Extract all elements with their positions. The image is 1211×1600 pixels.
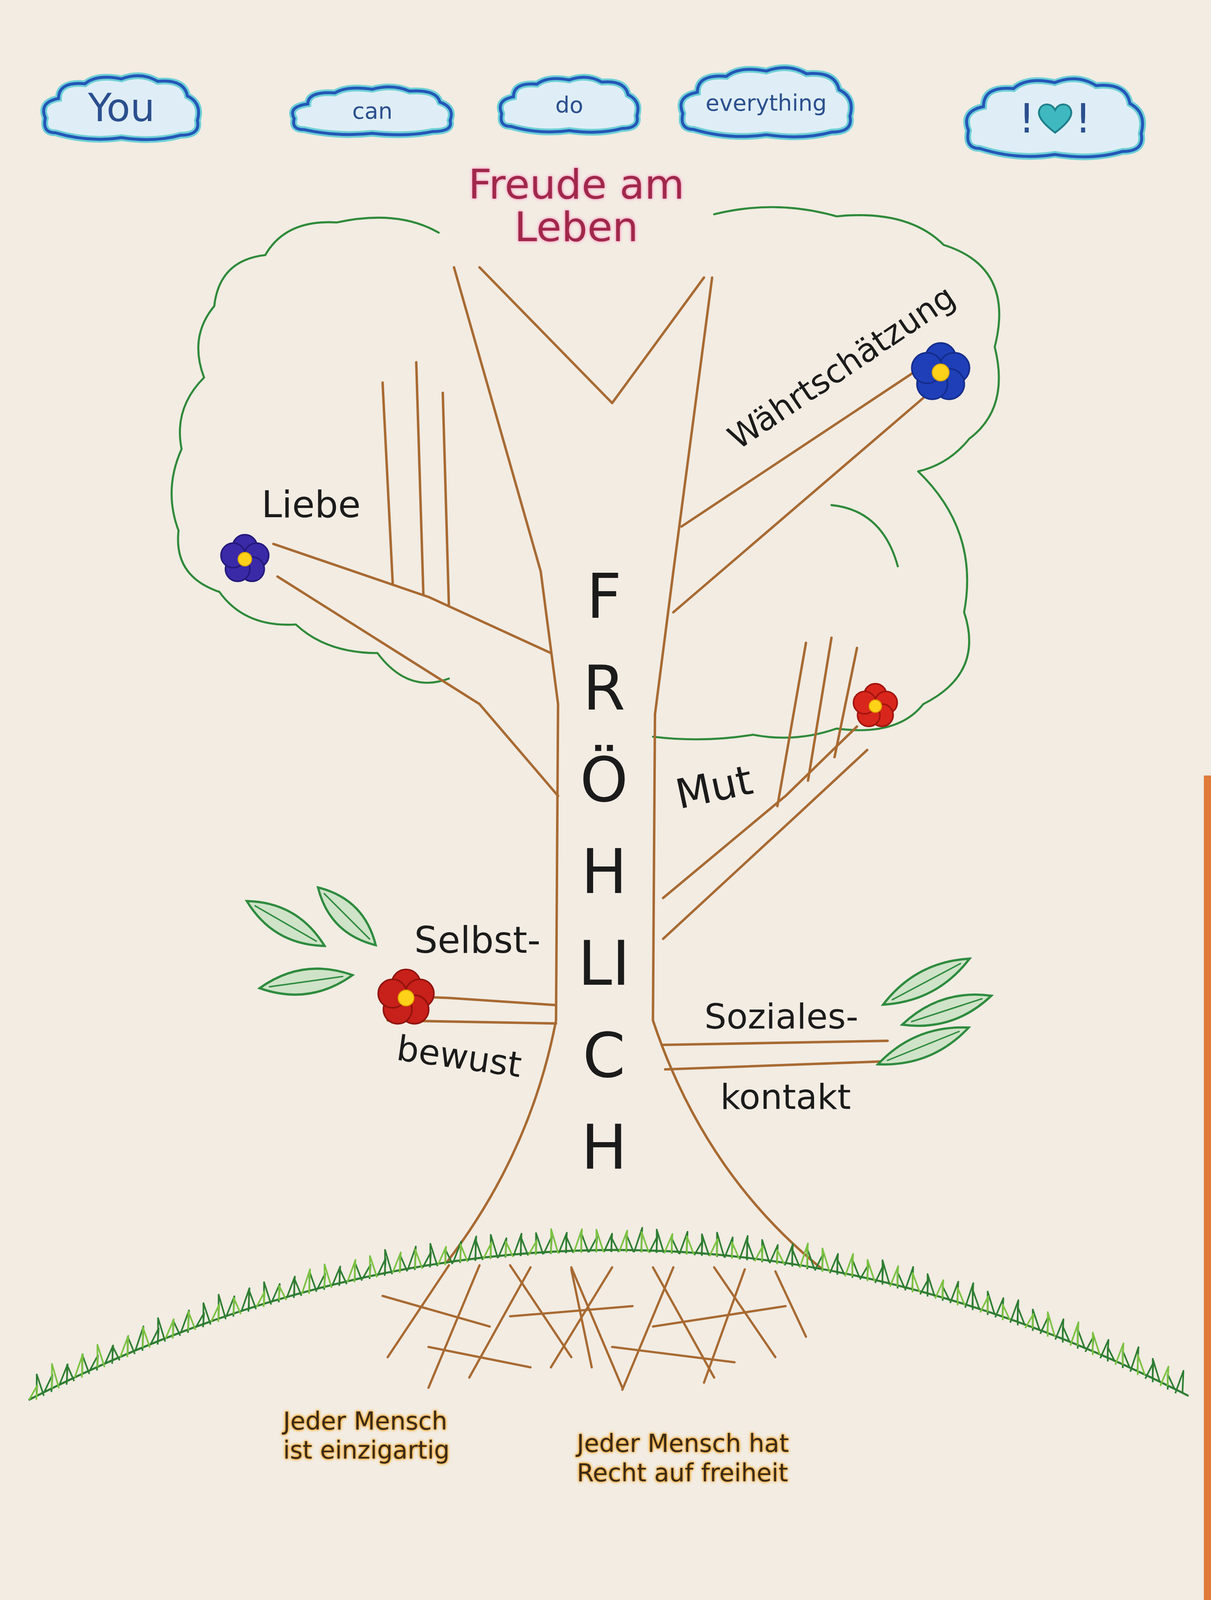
tree-roots — [571, 1269, 592, 1368]
cloud-border — [500, 77, 638, 133]
cloud-word: You — [87, 85, 155, 131]
tree-trunk — [447, 267, 559, 1263]
cloud-node: You — [38, 71, 205, 146]
branch-label-holder: Selbst- — [414, 918, 541, 963]
cloud-text-row: can — [352, 98, 393, 125]
cloud-word: everything — [705, 90, 827, 117]
tree-roots — [382, 1265, 807, 1391]
branch-label-holder: kontakt — [720, 1076, 851, 1119]
tree-roots — [510, 1306, 633, 1317]
cloud-fill — [43, 75, 199, 140]
tree-trunk — [416, 362, 424, 596]
cloud-border — [43, 75, 199, 140]
flower-center — [869, 699, 882, 713]
grass-blades — [29, 1229, 1169, 1400]
cloud-text-row: You — [87, 85, 155, 131]
tree-trunk — [662, 750, 868, 940]
tree-trunk — [665, 1061, 888, 1070]
branch-label-holder: Soziales- — [704, 996, 859, 1038]
grass-blades — [36, 1227, 1184, 1396]
motto-note-holder: Jeder Mensch ist einzigartig — [283, 1407, 462, 1467]
leaf — [258, 963, 355, 1001]
tree-roots — [550, 1267, 613, 1369]
tree-trunk — [277, 576, 559, 796]
tree-roots — [428, 1347, 531, 1368]
cloud-text-row: !! — [1018, 94, 1092, 143]
tree-roots — [382, 1296, 490, 1327]
tree-trunk — [382, 382, 393, 585]
leaf-vein — [323, 893, 370, 940]
leaf-vein — [891, 963, 961, 1001]
branch-label-holder: Liebe — [261, 482, 361, 527]
trunk-word: FRÖHLICH — [573, 550, 635, 1194]
tree-roots — [571, 1267, 623, 1389]
tree-roots — [622, 1267, 674, 1391]
tree-trunk — [673, 398, 924, 613]
branch-label-holder: bewust — [393, 1027, 525, 1086]
leaf — [309, 878, 385, 954]
tree-roots — [775, 1271, 807, 1337]
heart-symbol — [1036, 101, 1074, 135]
leaf-vein — [268, 976, 344, 988]
cloud-node: can — [287, 83, 457, 139]
tree-crown — [831, 505, 898, 567]
tree-crown — [171, 217, 450, 683]
cloud-fill — [292, 86, 452, 135]
leaf-vein — [910, 998, 983, 1023]
cloud-word: do — [555, 92, 583, 119]
tree-trunk — [662, 1040, 888, 1046]
tree-crown — [652, 471, 969, 740]
tree-trunk — [442, 393, 450, 607]
cloud-fill — [680, 67, 851, 137]
leaf-vein — [254, 905, 317, 942]
cloud-border — [680, 67, 851, 137]
branch-label: Mut — [671, 755, 757, 820]
tree-trunk — [808, 637, 832, 781]
tree-trunk — [662, 726, 858, 898]
branch-label: Liebe — [261, 482, 361, 527]
motto-note: Jeder Mensch hat Recht auf freiheit — [577, 1429, 828, 1489]
heart-shape — [1038, 104, 1072, 134]
cloud-text-row: everything — [705, 90, 827, 117]
trunk-word-holder: FRÖHLICH — [573, 550, 635, 1194]
tree-trunk — [273, 267, 924, 1269]
tree-trunk — [777, 643, 807, 807]
paper-edge — [1203, 775, 1211, 1600]
cloud-text-row: do — [555, 92, 583, 119]
flower-center — [398, 990, 414, 1007]
tree-roots — [703, 1269, 745, 1383]
cloud-border — [966, 78, 1143, 157]
leaf — [873, 1017, 974, 1076]
cloud-node: everything — [675, 63, 858, 143]
flower-center — [932, 364, 950, 381]
motto-note-holder: Jeder Mensch hat Recht auf freiheit — [577, 1429, 828, 1489]
cloud-word: can — [352, 98, 393, 125]
cloud-border — [292, 86, 452, 135]
tree-roots — [652, 1306, 786, 1327]
tree-roots — [428, 1265, 480, 1389]
motto-note: Jeder Mensch ist einzigartig — [283, 1407, 462, 1467]
branch-label-holder: Mut — [671, 755, 757, 820]
cloud-node: do — [495, 73, 643, 137]
leaf-vein — [886, 1031, 960, 1061]
grass-hill — [28, 1227, 1189, 1400]
leaf — [240, 890, 331, 957]
cloud-fill — [966, 78, 1143, 157]
cloud-word: ! — [1018, 94, 1036, 143]
cloud-word: ! — [1075, 94, 1092, 143]
tree-roots — [612, 1347, 735, 1363]
branch-label: kontakt — [720, 1076, 851, 1119]
branch-label: Selbst- — [414, 918, 541, 963]
branch-label: Soziales- — [704, 996, 859, 1038]
cloud-node: !! — [960, 73, 1149, 164]
cloud-fill — [500, 77, 638, 133]
tree-crown — [714, 207, 1000, 472]
tree-trunk — [479, 267, 704, 403]
poster-title: Freude am Leben — [453, 163, 699, 250]
branch-label: bewust — [393, 1027, 525, 1086]
poster-title-holder: Freude am Leben — [453, 163, 699, 250]
tree-trunk — [273, 543, 551, 653]
flower-center — [238, 552, 252, 567]
